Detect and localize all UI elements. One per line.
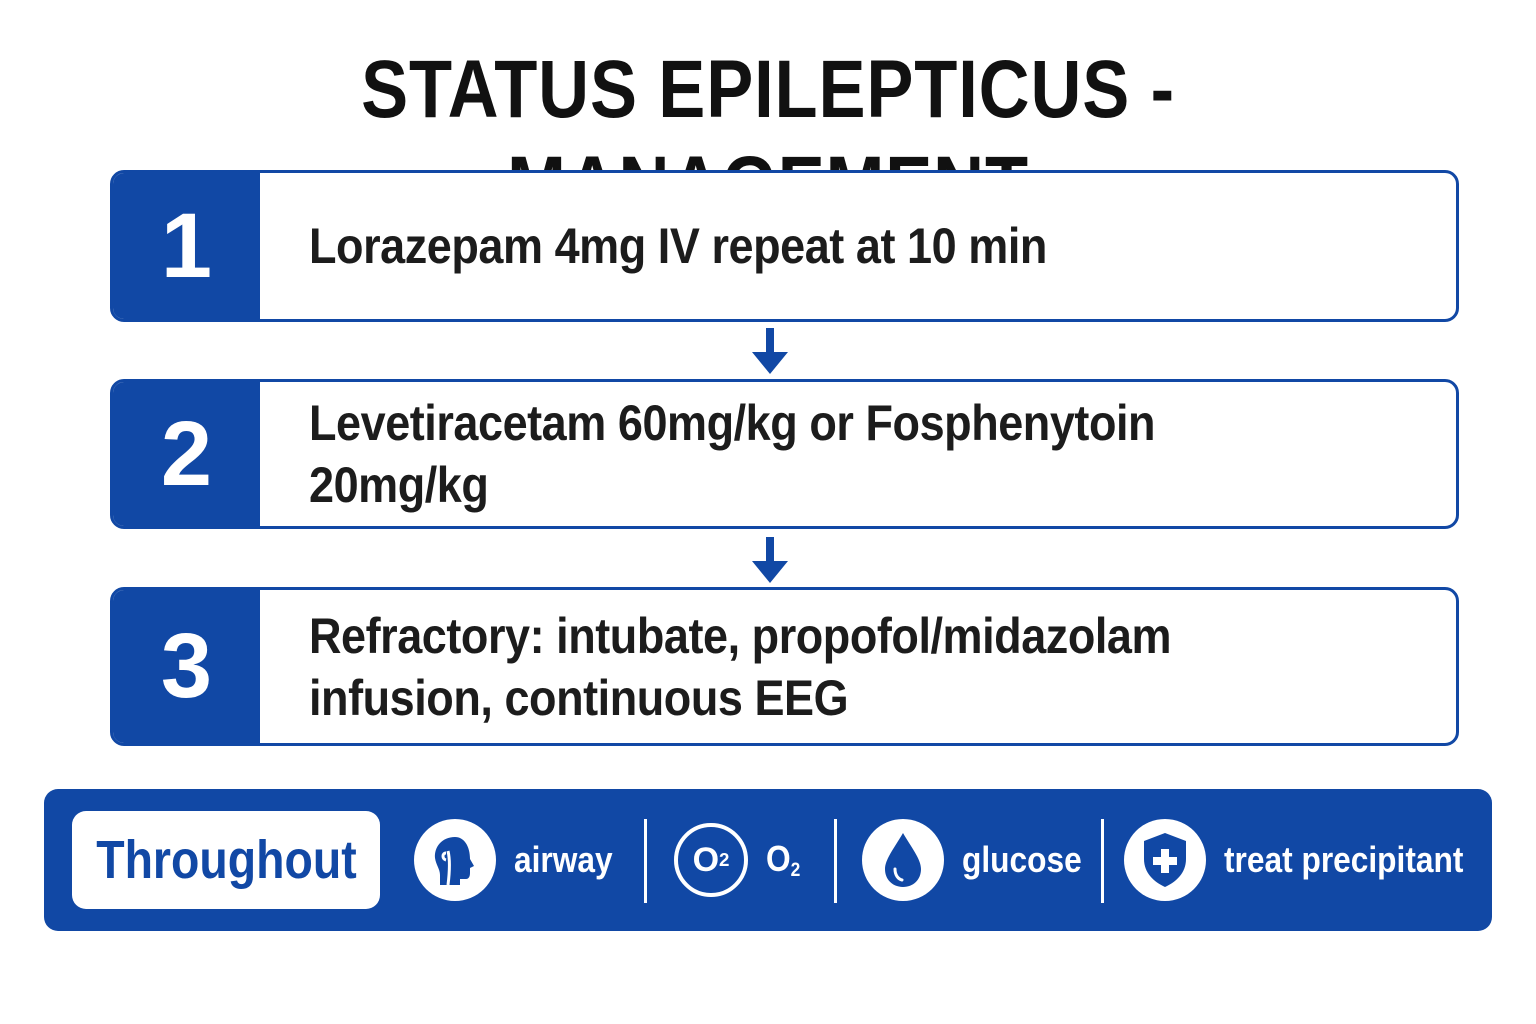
divider: [644, 819, 647, 903]
throughout-item-glucose: glucose: [862, 817, 1098, 903]
step-text-wrap: Levetiracetam 60mg/kg or Fosphenytoin 20…: [309, 382, 1426, 526]
throughout-item-treat-precipitant: treat precipitant: [1124, 817, 1496, 903]
step-number: 2: [113, 382, 260, 526]
airway-label: airway: [514, 839, 613, 880]
step-card-2: 2 Levetiracetam 60mg/kg or Fosphenytoin …: [110, 379, 1459, 529]
shield-plus-icon: [1124, 819, 1206, 901]
airway-head-icon: [414, 819, 496, 901]
throughout-label: Throughout: [95, 830, 357, 890]
divider: [834, 819, 837, 903]
step-number: 3: [113, 590, 260, 743]
o2-label: O2: [766, 838, 801, 881]
step-number: 1: [113, 173, 260, 319]
step-text: Refractory: intubate, propofol/midazolam…: [309, 607, 1172, 726]
step-text-wrap: Refractory: intubate, propofol/midazolam…: [309, 590, 1426, 743]
glucose-label: glucose: [962, 839, 1082, 880]
down-arrow-icon: [752, 328, 788, 374]
step-text: Levetiracetam 60mg/kg or Fosphenytoin 20…: [309, 395, 1156, 513]
treat-precipitant-label: treat precipitant: [1224, 839, 1464, 880]
droplet-icon: [862, 819, 944, 901]
divider: [1101, 819, 1104, 903]
down-arrow-icon: [752, 537, 788, 583]
step-text: Lorazepam 4mg IV repeat at 10 min: [309, 218, 1047, 274]
step-card-1: 1 Lorazepam 4mg IV repeat at 10 min: [110, 170, 1459, 322]
step-card-3: 3 Refractory: intubate, propofol/midazol…: [110, 587, 1459, 746]
throughout-item-airway: airway: [414, 817, 626, 903]
step-text-wrap: Lorazepam 4mg IV repeat at 10 min: [309, 173, 1426, 319]
throughout-label-box: Throughout: [72, 811, 380, 909]
